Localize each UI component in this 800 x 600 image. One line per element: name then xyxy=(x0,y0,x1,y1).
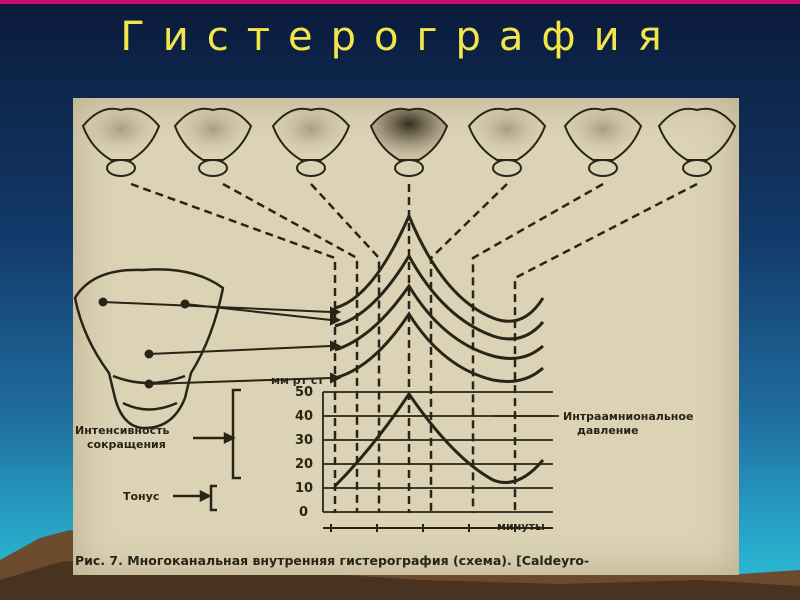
channel-curves xyxy=(334,212,545,383)
sensor-lines xyxy=(98,297,342,389)
tonus-bracket xyxy=(173,484,217,512)
uterus-shape-6 xyxy=(563,107,643,177)
intensity-label-line1: Интенсивность xyxy=(75,424,169,437)
y-tick-10: 10 xyxy=(295,481,313,496)
uterus-shape-5 xyxy=(467,107,547,177)
hysterography-figure: мм рт ст 50 40 30 20 10 0 минуты Интраам… xyxy=(73,98,739,575)
uterus-shape-3 xyxy=(271,107,351,177)
intensity-label-line2: сокращения xyxy=(87,438,166,451)
pressure-curve xyxy=(333,391,545,488)
uterus-shape-4-peak xyxy=(369,107,449,177)
y-tick-labels: 50 40 30 20 10 0 xyxy=(295,385,313,520)
uterus-shape-1 xyxy=(81,107,161,177)
hysterography-diagram: мм рт ст 50 40 30 20 10 0 минуты Интраам… xyxy=(73,107,737,533)
y-tick-20: 20 xyxy=(295,457,313,472)
figure-caption: Рис. 7. Многоканальная внутренняя гистер… xyxy=(75,553,590,568)
pressure-grid xyxy=(322,391,553,513)
uterus-large xyxy=(73,268,225,430)
pressure-label-line1: Интраамниональное xyxy=(563,410,693,423)
y-tick-0: 0 xyxy=(299,505,308,520)
tonus-label: Тонус xyxy=(123,490,159,503)
intensity-bracket xyxy=(193,388,241,480)
y-tick-40: 40 xyxy=(295,409,313,424)
uterus-shape-7 xyxy=(657,107,737,177)
x-axis-label: минуты xyxy=(497,520,545,533)
y-tick-50: 50 xyxy=(295,385,313,400)
time-axis xyxy=(323,524,553,532)
top-accent-bar xyxy=(0,0,800,4)
scale-unit-label: мм рт ст xyxy=(271,374,324,387)
y-tick-30: 30 xyxy=(295,433,313,448)
slide-title: Гистерография xyxy=(120,14,680,60)
uterus-shape-2 xyxy=(173,107,253,177)
uterus-row xyxy=(81,107,737,177)
pressure-label-line2: давление xyxy=(577,424,639,437)
